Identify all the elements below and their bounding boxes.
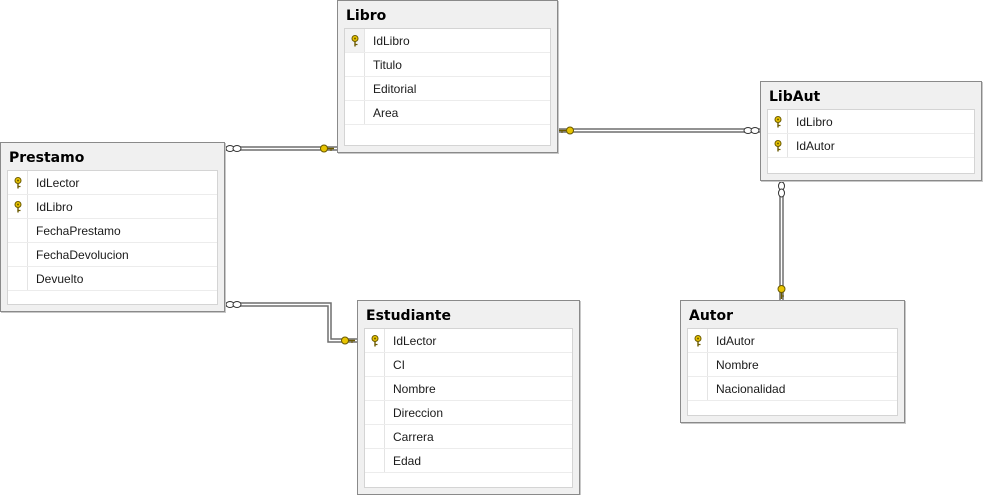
column-name: Titulo xyxy=(373,57,402,72)
row-gutter xyxy=(8,219,28,242)
column-name: Editorial xyxy=(373,81,417,96)
column-row-ci[interactable]: CI xyxy=(365,353,572,377)
column-name: FechaDevolucion xyxy=(36,247,129,262)
column-name: Nombre xyxy=(393,381,436,396)
row-gutter xyxy=(8,267,28,290)
column-name: IdLibro xyxy=(36,199,73,214)
column-name: IdLector xyxy=(36,175,80,190)
column-row-edad[interactable]: Edad xyxy=(365,449,572,473)
key-icon xyxy=(14,200,22,213)
column-name: Carrera xyxy=(393,429,434,444)
column-row-idautor[interactable]: IdAutor xyxy=(688,329,897,353)
column-row-idlector[interactable]: IdLector xyxy=(8,171,217,195)
column-name: IdAutor xyxy=(796,138,835,153)
row-gutter xyxy=(365,353,385,376)
key-end-icon xyxy=(320,144,334,153)
row-gutter xyxy=(688,377,708,400)
table-title: LibAut xyxy=(769,89,821,105)
column-row-fechadevolucion[interactable]: FechaDevolucion xyxy=(8,243,217,267)
column-name: FechaPrestamo xyxy=(36,223,121,238)
column-row-fechaprestamo[interactable]: FechaPrestamo xyxy=(8,219,217,243)
key-icon xyxy=(371,334,379,347)
infinity-end-icon xyxy=(225,301,242,308)
column-name: IdAutor xyxy=(716,333,755,348)
column-row-devuelto[interactable]: Devuelto xyxy=(8,267,217,291)
table-title: Autor xyxy=(689,308,734,324)
column-name: IdLibro xyxy=(796,114,833,129)
key-end-icon xyxy=(559,126,574,135)
relationship-libaut-libro[interactable] xyxy=(556,126,760,135)
row-gutter xyxy=(365,401,385,424)
key-icon xyxy=(351,34,359,47)
column-row-titulo[interactable]: Titulo xyxy=(345,53,550,77)
infinity-end-icon xyxy=(778,181,785,198)
row-gutter xyxy=(345,53,365,76)
row-gutter xyxy=(345,29,365,52)
row-gutter xyxy=(688,329,708,352)
column-row-nombre[interactable]: Nombre xyxy=(688,353,897,377)
row-gutter xyxy=(8,171,28,194)
column-name: IdLector xyxy=(393,333,437,348)
column-name: IdLibro xyxy=(373,33,410,48)
relationship-prestamo-estudiante[interactable] xyxy=(224,301,357,345)
row-gutter xyxy=(768,134,788,157)
column-row-editorial[interactable]: Editorial xyxy=(345,77,550,101)
row-gutter xyxy=(8,195,28,218)
table-title: Libro xyxy=(346,8,387,24)
key-end-icon xyxy=(341,336,355,345)
infinity-end-icon xyxy=(743,127,760,134)
infinity-end-icon xyxy=(225,145,242,152)
column-row-direccion[interactable]: Direccion xyxy=(365,401,572,425)
column-name: CI xyxy=(393,357,405,372)
relationship-prestamo-libro[interactable] xyxy=(224,144,337,153)
column-name: Devuelto xyxy=(36,271,84,286)
row-gutter xyxy=(345,101,365,124)
table-title: Estudiante xyxy=(366,308,451,324)
row-gutter xyxy=(768,110,788,133)
row-gutter xyxy=(365,425,385,448)
row-gutter xyxy=(365,449,385,472)
row-gutter xyxy=(365,329,385,352)
row-gutter xyxy=(8,243,28,266)
row-gutter xyxy=(365,377,385,400)
column-name: Area xyxy=(373,105,399,120)
key-icon xyxy=(774,115,782,128)
key-end-icon xyxy=(777,285,786,299)
key-icon xyxy=(774,139,782,152)
column-name: Nombre xyxy=(716,357,759,372)
column-row-idlibro[interactable]: IdLibro xyxy=(345,29,550,53)
relationship-libaut-autor[interactable] xyxy=(777,180,786,300)
column-row-idlibro[interactable]: IdLibro xyxy=(768,110,974,134)
row-gutter xyxy=(345,77,365,100)
column-name: Direccion xyxy=(393,405,444,420)
column-name: Nacionalidad xyxy=(716,381,786,396)
column-row-area[interactable]: Area xyxy=(345,101,550,125)
key-icon xyxy=(14,176,22,189)
column-row-idlector[interactable]: IdLector xyxy=(365,329,572,353)
column-row-nacionalidad[interactable]: Nacionalidad xyxy=(688,377,897,401)
column-row-idlibro[interactable]: IdLibro xyxy=(8,195,217,219)
row-gutter xyxy=(688,353,708,376)
column-row-nombre[interactable]: Nombre xyxy=(365,377,572,401)
column-row-carrera[interactable]: Carrera xyxy=(365,425,572,449)
column-row-idautor[interactable]: IdAutor xyxy=(768,134,974,158)
column-name: Edad xyxy=(393,453,422,468)
key-icon xyxy=(694,334,702,347)
table-title: Prestamo xyxy=(9,150,85,166)
